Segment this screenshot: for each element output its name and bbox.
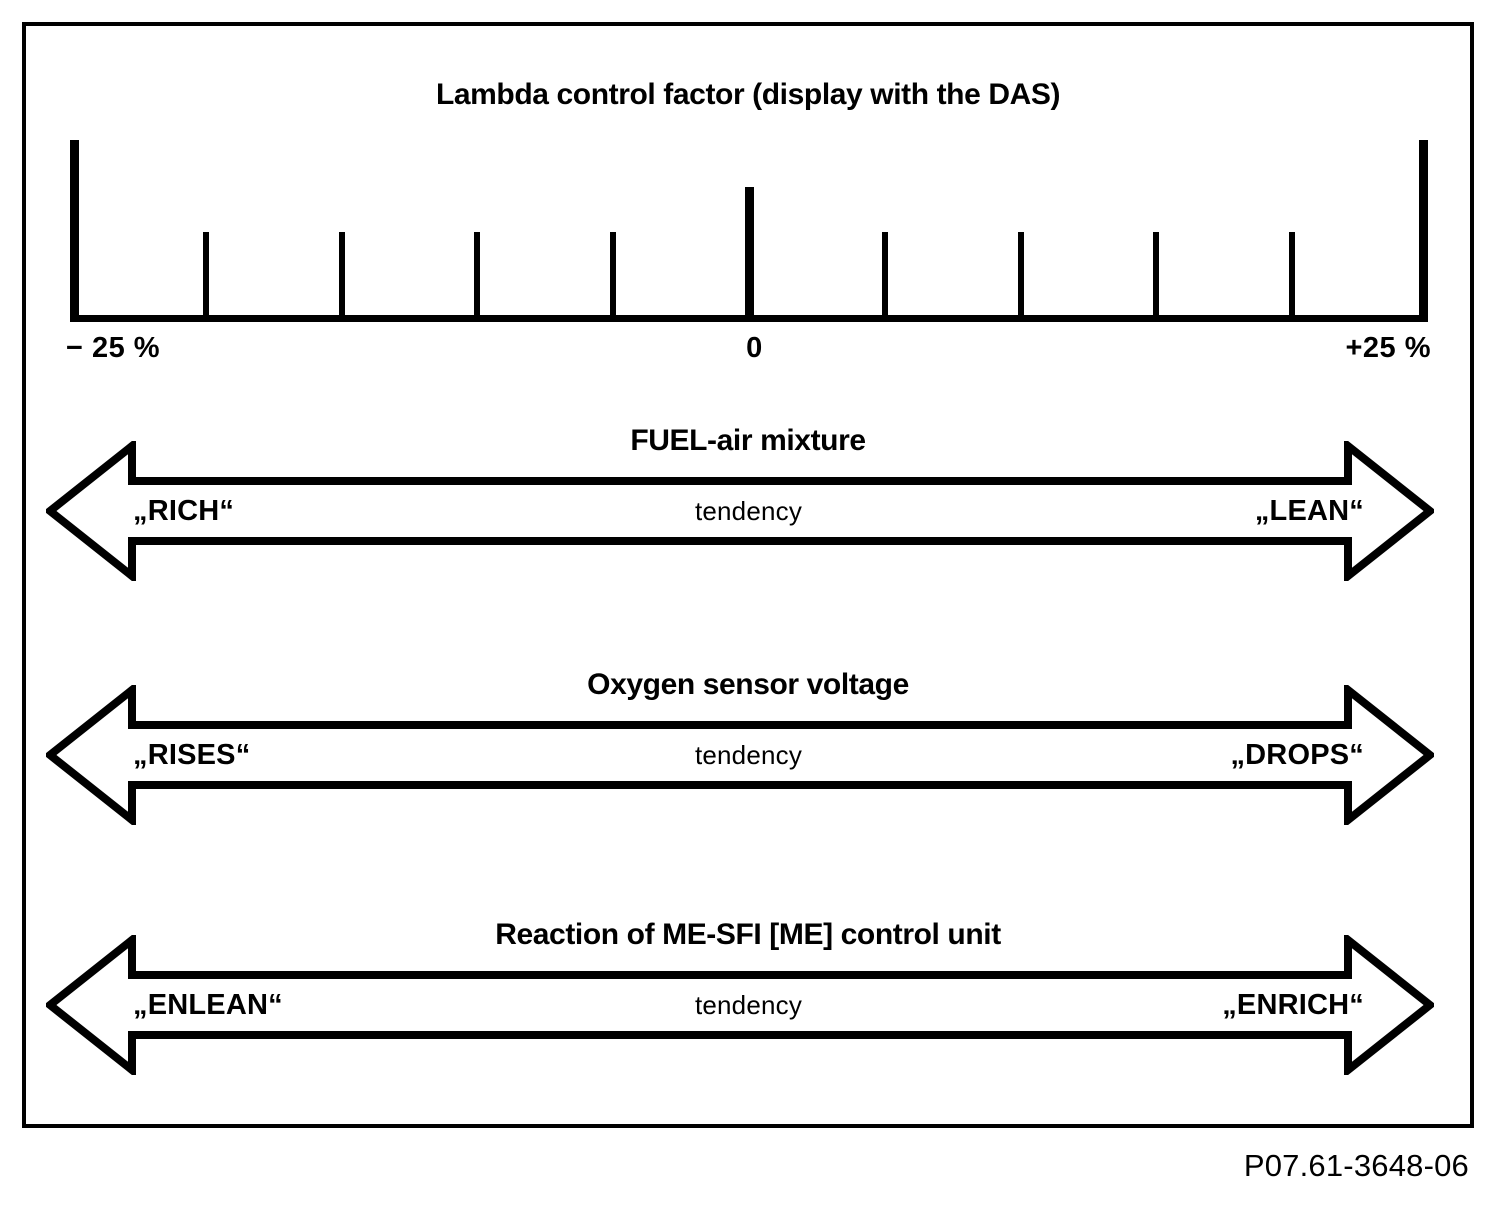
scale-label-right: +25 % [1345,332,1431,364]
scale-tick-20 [1289,232,1296,322]
band-label-right-oxygen-sensor-voltage: „DROPS“ [1230,739,1364,771]
band-label-left-fuel-air-mixture: „RICH“ [133,495,235,527]
double-arrow-icon [46,441,1434,581]
scale-title: Lambda control factor (display with the … [435,78,1061,111]
scale-tick-0 [744,187,754,322]
scale-tick--10 [474,232,481,322]
scale-label-left: − 25 % [66,332,161,364]
band-label-center-oxygen-sensor-voltage: tendency [694,740,803,770]
arrow-me-sfi-reaction [46,935,1434,1075]
band-label-right-me-sfi-reaction: „ENRICH“ [1222,989,1364,1021]
band-title-fuel-air-mixture: FUEL-air mixture [630,424,866,457]
scale-tick--20 [202,232,209,322]
band-label-center-me-sfi-reaction: tendency [694,990,803,1020]
scale-tick--25 [70,140,79,322]
scale-tick-10 [1017,232,1024,322]
band-title-me-sfi-reaction: Reaction of ME-SFI [ME] control unit [495,918,1001,951]
arrow-oxygen-sensor-voltage [46,685,1434,825]
double-arrow-icon [46,685,1434,825]
band-label-left-oxygen-sensor-voltage: „RISES“ [133,739,251,771]
scale-tick-5 [881,232,888,322]
scale-tick--15 [338,232,345,322]
band-label-center-fuel-air-mixture: tendency [694,496,803,526]
band-label-right-fuel-air-mixture: „LEAN“ [1254,495,1364,527]
scale-tick-25 [1419,140,1428,322]
scale-label-center: 0 [746,332,763,364]
double-arrow-icon [46,935,1434,1075]
scale-tick-15 [1153,232,1160,322]
scale-tick--5 [610,232,617,322]
figure-caption-code: P07.61-3648-06 [1243,1148,1469,1183]
band-label-left-me-sfi-reaction: „ENLEAN“ [133,989,283,1021]
arrow-fuel-air-mixture [46,441,1434,581]
figure-border [22,22,1474,1128]
lambda-scale [70,140,1428,322]
band-title-oxygen-sensor-voltage: Oxygen sensor voltage [587,668,909,701]
